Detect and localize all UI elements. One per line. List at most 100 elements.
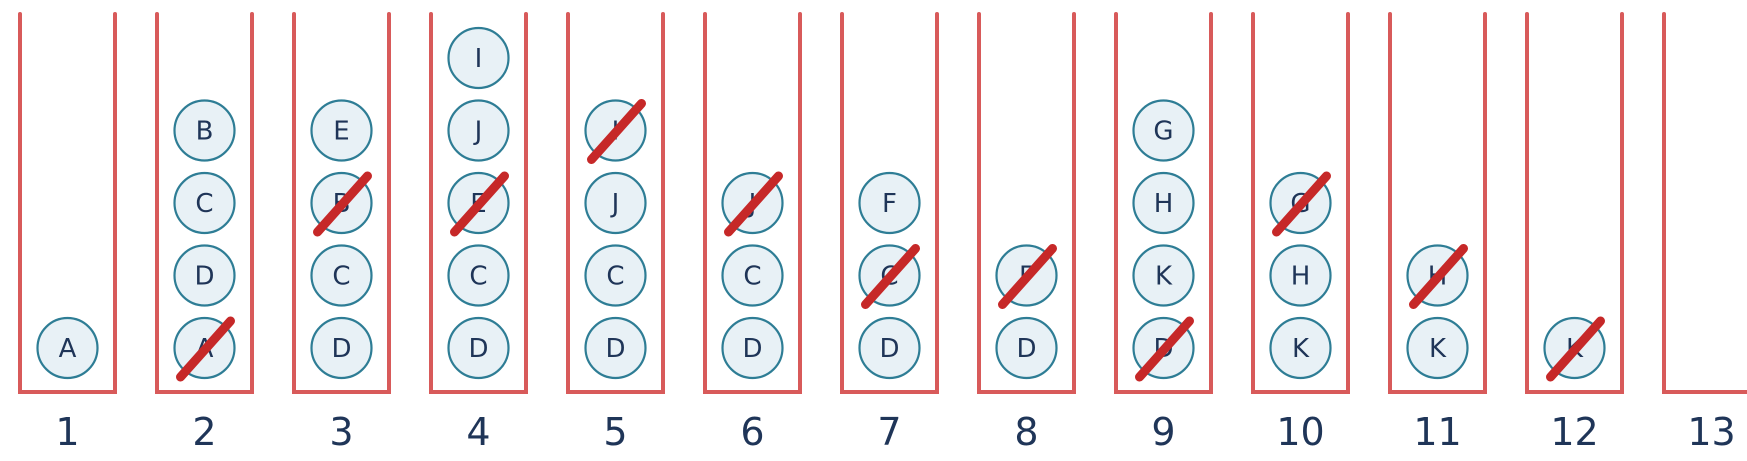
node-circle <box>447 99 510 162</box>
node-label: H <box>1291 262 1311 292</box>
stack-node: E <box>310 99 373 162</box>
stack-frame <box>429 12 528 394</box>
stack-node: G <box>1132 99 1195 162</box>
stack-node: C <box>858 244 921 309</box>
stack-frame <box>1388 12 1487 394</box>
stack-node: K <box>1543 316 1606 382</box>
node-label: H <box>1154 189 1174 219</box>
stack-frame <box>1114 12 1213 394</box>
stack-frame <box>840 12 939 394</box>
node-circle <box>173 244 236 307</box>
strike-mark <box>1546 316 1605 382</box>
strike-mark <box>1135 316 1194 382</box>
stack-node: D <box>447 316 510 380</box>
strike-mark <box>176 316 235 382</box>
stack-node: E <box>447 171 510 237</box>
node-circle <box>1132 99 1195 162</box>
column-number-label: 3 <box>329 410 353 454</box>
stack-frame <box>977 12 1076 394</box>
node-circle <box>1269 244 1332 307</box>
stack-node: C <box>584 244 647 307</box>
node-circle <box>584 244 647 307</box>
stack-frame <box>566 12 665 394</box>
stack-node: C <box>721 244 784 307</box>
stack-frame <box>18 12 117 394</box>
node-circle <box>310 316 373 380</box>
stack-column: FD8 <box>977 12 1076 454</box>
node-label: E <box>333 117 349 147</box>
node-circle <box>1132 244 1195 307</box>
stack-node: D <box>1132 316 1195 382</box>
node-circle <box>1269 316 1332 380</box>
node-circle <box>1406 316 1469 380</box>
node-circle <box>584 171 647 235</box>
node-label: I <box>475 44 483 74</box>
node-circle <box>721 244 784 307</box>
stack-node: A <box>36 316 99 380</box>
stack-node: G <box>1269 171 1332 237</box>
stack-column: G H KD 9 <box>1114 12 1213 454</box>
node-circle <box>447 316 510 380</box>
stack-node: D <box>721 316 784 380</box>
node-label: D <box>605 334 625 364</box>
node-circle <box>584 316 647 380</box>
stack-node: I <box>447 26 510 90</box>
stack-node: J <box>584 171 647 235</box>
stack-node: D <box>310 316 373 380</box>
stack-node: F <box>995 244 1058 309</box>
node-circle <box>995 316 1058 380</box>
node-label: D <box>1016 334 1036 364</box>
node-label: C <box>606 262 624 292</box>
node-label: D <box>194 262 214 292</box>
stack-node: K <box>1406 316 1469 380</box>
stack-node: I <box>584 99 647 164</box>
node-circle <box>310 244 373 307</box>
node-label: K <box>1155 262 1173 292</box>
node-circle <box>173 99 236 162</box>
node-label: F <box>882 189 897 219</box>
stack-node: C <box>447 244 510 307</box>
node-circle <box>447 244 510 307</box>
stack-node: J <box>721 171 784 237</box>
stack-node: C <box>173 171 236 235</box>
column-number-label: 11 <box>1413 410 1461 454</box>
node-circle <box>447 26 510 90</box>
stack-node: B <box>173 99 236 162</box>
column-number-label: 10 <box>1276 410 1324 454</box>
stack-column: IJCD5 <box>566 12 665 454</box>
stack-node: H <box>1269 244 1332 307</box>
node-label: J <box>473 117 483 147</box>
column-number-label: 4 <box>466 410 490 454</box>
node-label: D <box>331 334 351 364</box>
column-number-label: 13 <box>1687 410 1735 454</box>
stack-column: BCDA2 <box>155 12 254 454</box>
strike-mark <box>724 171 783 237</box>
node-label: K <box>1429 334 1447 364</box>
stack-column: FCD7 <box>840 12 939 454</box>
stack-node: K <box>1132 244 1195 307</box>
strike-mark <box>1272 171 1331 237</box>
stack-node: C <box>310 244 373 307</box>
node-label: K <box>1292 334 1310 364</box>
column-number-label: 9 <box>1151 410 1175 454</box>
node-label: G <box>1153 117 1173 147</box>
stack-frame <box>1662 12 1747 394</box>
node-circle <box>858 316 921 380</box>
strike-mark <box>861 244 920 309</box>
column-number-label: 1 <box>55 410 79 454</box>
stack-node: D <box>173 244 236 307</box>
stack-column: GH K 10 <box>1251 12 1350 454</box>
node-label: D <box>879 334 899 364</box>
node-label: C <box>332 262 350 292</box>
stack-column: A1 <box>18 12 117 454</box>
stack-column: I JECD 4 <box>429 12 528 454</box>
strike-mark <box>1409 244 1468 309</box>
node-circle <box>310 99 373 162</box>
stack-node: D <box>995 316 1058 380</box>
stack-node: H <box>1132 171 1195 235</box>
stack-frame <box>292 12 391 394</box>
stack-frame <box>1525 12 1624 394</box>
stack-column: JCD6 <box>703 12 802 454</box>
stack-frame <box>703 12 802 394</box>
